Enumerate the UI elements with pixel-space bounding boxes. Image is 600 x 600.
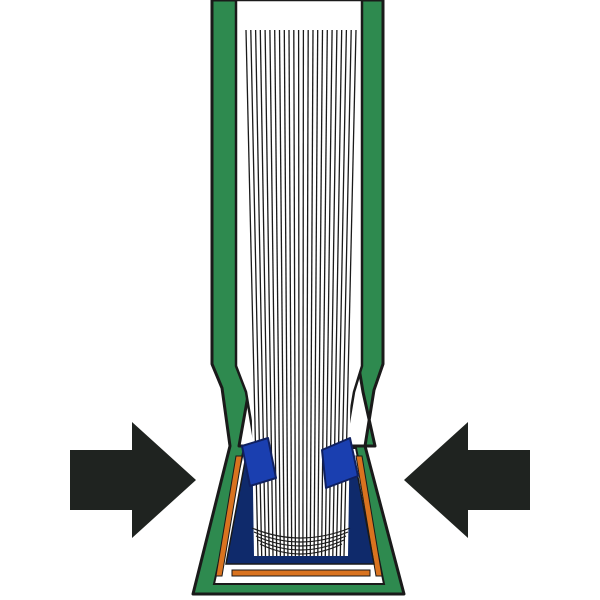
- page-line: [274, 29, 282, 557]
- page-line: [269, 29, 278, 557]
- page-line: [283, 29, 289, 557]
- orange-spine-strip-left: [215, 455, 243, 577]
- clamp-left: [241, 437, 277, 487]
- page-line: [305, 29, 309, 557]
- page-line: [313, 29, 319, 557]
- orange-spine-strip-bottom: [231, 569, 371, 577]
- clamp-right: [321, 437, 359, 489]
- page-line: [288, 29, 293, 557]
- arrow-left-icon: [404, 422, 530, 538]
- page-line: [293, 29, 297, 557]
- page-line: [309, 29, 314, 557]
- pages-backing: [246, 30, 356, 556]
- page-line: [317, 29, 324, 557]
- page-line: [302, 29, 305, 557]
- arrow-right-icon: [70, 422, 196, 538]
- book-block-pages: [245, 29, 357, 557]
- page-fold-curve: [255, 535, 347, 547]
- page-fold-curve: [251, 527, 351, 539]
- page-fold-curve: [253, 531, 349, 543]
- page-line: [320, 29, 328, 557]
- page-line: [297, 29, 300, 557]
- page-fold-curve: [257, 539, 345, 551]
- page-fold-curve: [259, 543, 343, 555]
- page-line: [278, 29, 285, 557]
